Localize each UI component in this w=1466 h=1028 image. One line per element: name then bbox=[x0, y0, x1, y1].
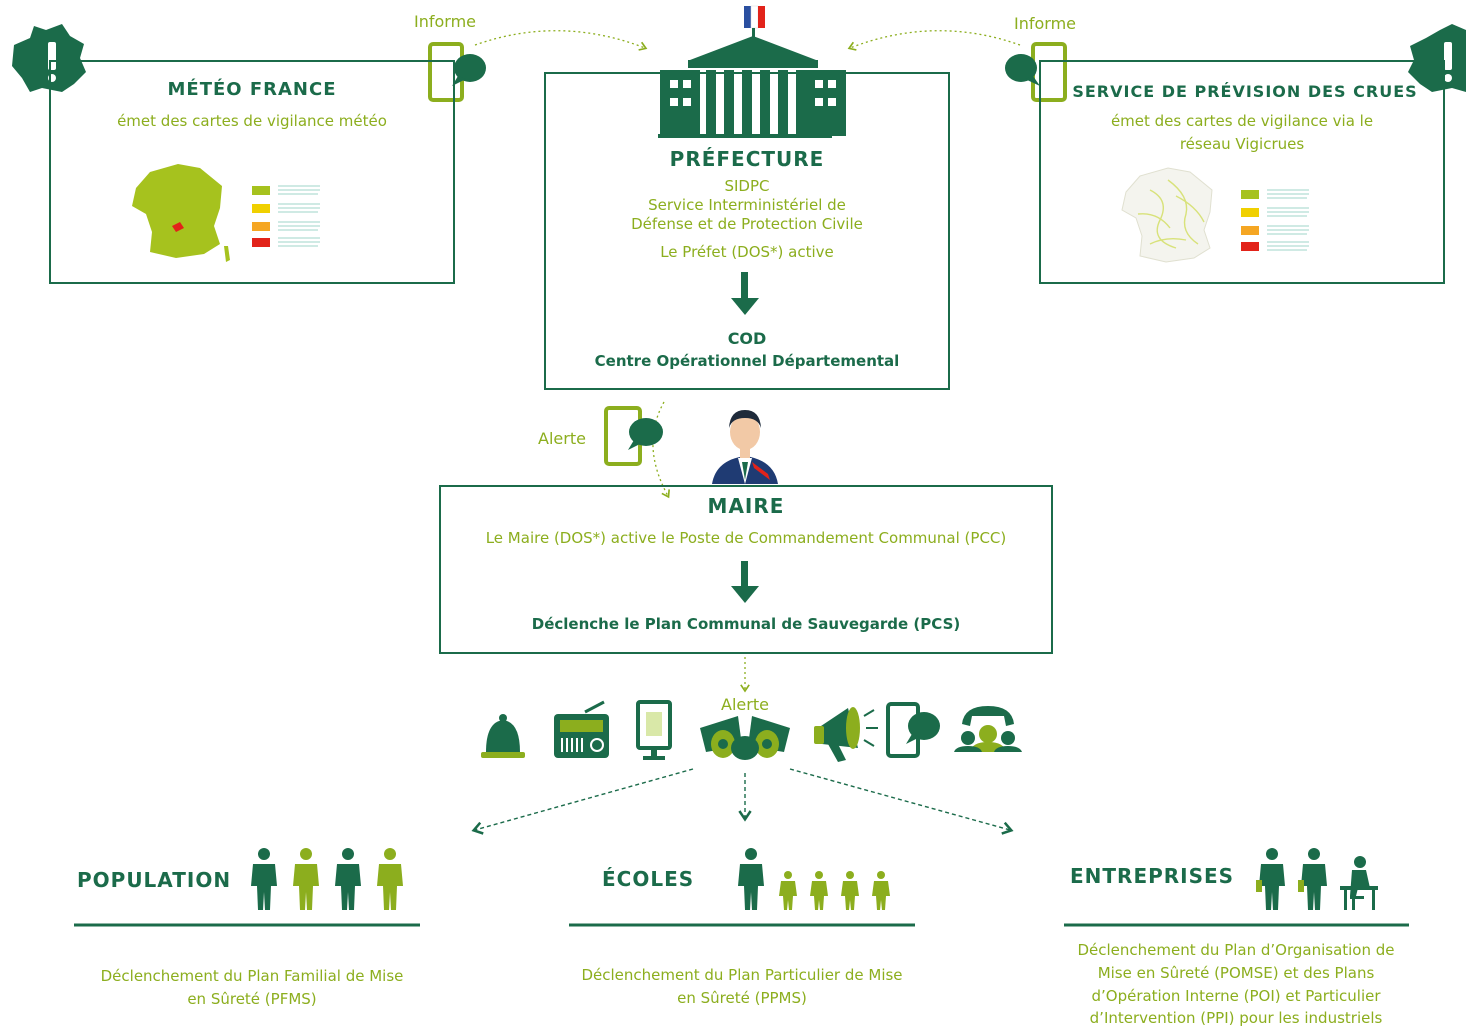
informe-left-arrow bbox=[474, 30, 648, 51]
crues-title: SERVICE DE PRÉVISION DES CRUES bbox=[1072, 82, 1418, 101]
entreprises-title: ENTREPRISES bbox=[1070, 864, 1235, 888]
prefecture-down-arrow-icon bbox=[731, 272, 759, 315]
warning-right-icon bbox=[1408, 24, 1466, 92]
maire-box bbox=[439, 485, 1053, 654]
maire-title: MAIRE bbox=[707, 494, 785, 518]
vigicrues-legend-icon bbox=[1241, 189, 1309, 251]
phone-message-icon bbox=[886, 702, 940, 758]
informe-left-label: Informe bbox=[414, 12, 477, 31]
population-title: POPULATION bbox=[77, 868, 232, 892]
call-center-icon bbox=[954, 706, 1022, 752]
prefecture-cod-full: Centre Opérationnel Départemental bbox=[594, 352, 900, 370]
prefecture-sidpc: SIDPC bbox=[724, 177, 770, 195]
alerte-maire-label: Alerte bbox=[538, 429, 586, 448]
phone-alerte-icon bbox=[604, 406, 663, 466]
maire-line1: Le Maire (DOS*) active le Poste de Comma… bbox=[485, 529, 1007, 547]
crues-box bbox=[1039, 60, 1445, 284]
prefecture-prefet: Le Préfet (DOS*) active bbox=[660, 243, 834, 261]
informe-right-label: Informe bbox=[1014, 14, 1077, 33]
meteo-desc: émet des cartes de vigilance météo bbox=[117, 112, 387, 130]
ecoles-people-icon bbox=[738, 848, 890, 910]
informe-right-arrow bbox=[847, 30, 1021, 51]
maire-line2: Déclenche le Plan Communal de Sauvegarde… bbox=[531, 615, 961, 633]
maire-down-arrow-icon bbox=[731, 561, 759, 603]
ecoles-desc-line1: Déclenchement du Plan Particulier de Mis… bbox=[581, 966, 903, 984]
phone-right-icon bbox=[1005, 42, 1067, 102]
radio-icon bbox=[554, 700, 609, 758]
prefecture-title: PRÉFECTURE bbox=[669, 147, 825, 171]
entreprises-desc-line1: Déclenchement du Plan d’Organisation de bbox=[1077, 941, 1395, 959]
prefecture-building-icon bbox=[658, 5, 846, 138]
crues-desc-line1: émet des cartes de vigilance via le bbox=[1110, 112, 1374, 130]
maire-avatar-icon bbox=[712, 410, 778, 484]
bell-icon bbox=[481, 714, 525, 758]
vigicrues-map-icon bbox=[1121, 167, 1213, 263]
meteo-legend-icon bbox=[252, 185, 320, 247]
siren-icon bbox=[700, 716, 790, 760]
crues-desc-line2: réseau Vigicrues bbox=[1179, 135, 1305, 153]
meteo-france-box bbox=[49, 60, 455, 284]
alerte-maire-arrow bbox=[652, 401, 670, 499]
meteo-france-map-icon bbox=[132, 164, 230, 262]
population-desc-line2: en Sûreté (PFMS) bbox=[187, 990, 317, 1008]
entreprises-desc-line2: Mise en Sûreté (POMSE) et des Plans bbox=[1097, 964, 1375, 982]
ecoles-desc-line2: en Sûreté (PPMS) bbox=[677, 989, 807, 1007]
prefecture-sidpc-line1: Service Interministériel de bbox=[648, 196, 846, 214]
display-panel-icon bbox=[636, 700, 672, 760]
entreprises-desc-line4: d’Intervention (PPI) pour les industriel… bbox=[1089, 1009, 1383, 1027]
alerte-population-label: Alerte bbox=[721, 695, 769, 714]
population-people-icon bbox=[251, 848, 403, 910]
megaphone-icon bbox=[814, 707, 878, 762]
meteo-title: MÉTÉO FRANCE bbox=[167, 79, 337, 100]
ecoles-title: ÉCOLES bbox=[602, 867, 695, 891]
prefecture-cod: COD bbox=[727, 329, 767, 348]
to-population-arrow bbox=[471, 768, 694, 835]
to-entreprises-arrow bbox=[789, 768, 1014, 835]
prefecture-sidpc-line2: Défense et de Protection Civile bbox=[631, 215, 863, 233]
entreprises-desc-line3: d’Opération Interne (POI) et Particulier bbox=[1091, 987, 1381, 1005]
population-desc-line1: Déclenchement du Plan Familial de Mise bbox=[100, 967, 404, 985]
prefecture-box bbox=[544, 72, 950, 390]
entreprises-people-icon bbox=[1256, 848, 1378, 910]
